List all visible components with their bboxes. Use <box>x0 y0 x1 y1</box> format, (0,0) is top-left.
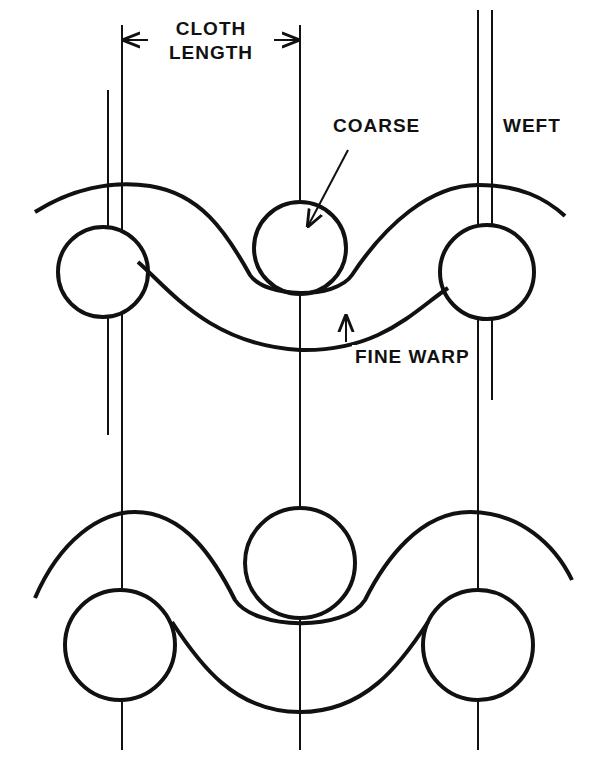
weft-yarns-top <box>58 202 534 319</box>
warp-yarn-top <box>35 184 565 350</box>
part-label: COARSE <box>330 114 423 138</box>
warp-yarn-bottom <box>35 512 572 712</box>
weft-yarns-bottom <box>65 508 533 700</box>
part-label: WEFT <box>500 114 564 138</box>
leader-arrow <box>308 150 348 226</box>
part-label: FINE WARP <box>352 345 473 369</box>
dimension-label: CLOTH LENGTH <box>148 17 274 65</box>
leader-arrow <box>345 316 347 342</box>
